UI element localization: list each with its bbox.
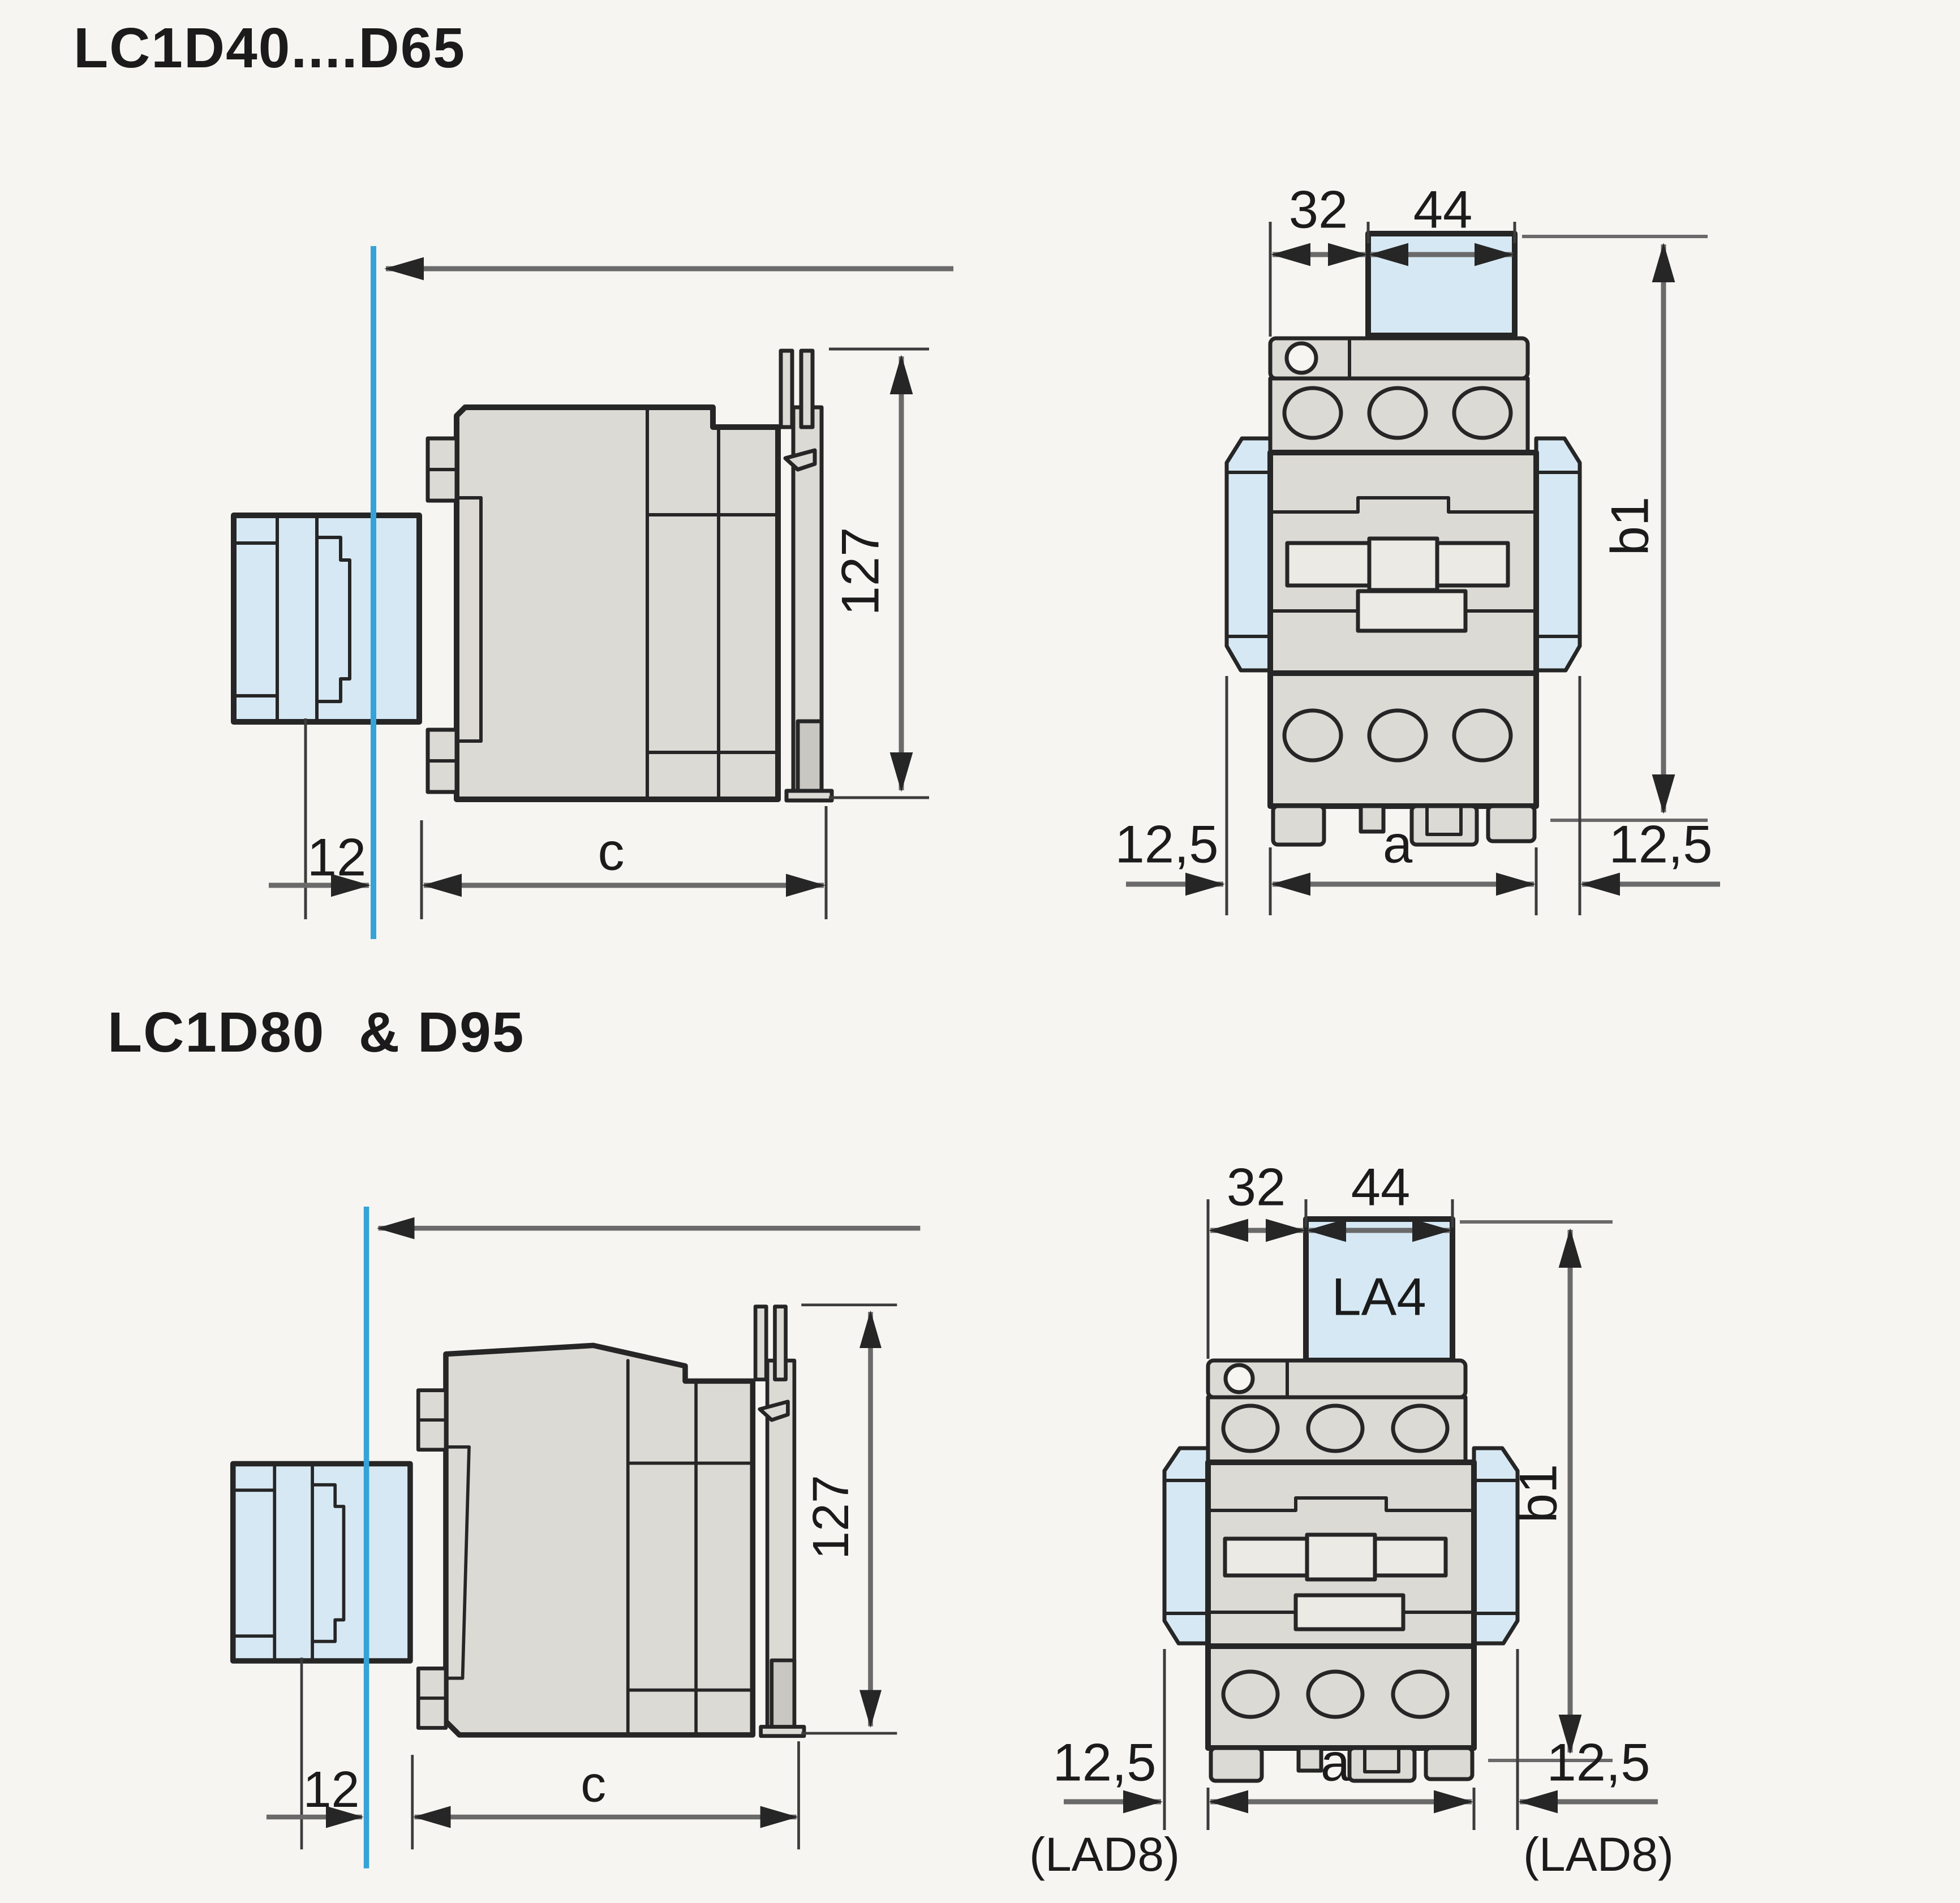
lad8-note-right: (LAD8): [1523, 1828, 1674, 1881]
dimension-margin-left: 12,5: [1115, 676, 1228, 915]
dim-margin-right-label: 12,5: [1547, 1733, 1650, 1792]
dimension-32: 32: [1269, 180, 1370, 337]
dim-44-label: 44: [1351, 1157, 1411, 1217]
bottom-terminal-row: [1267, 670, 1539, 809]
offset-12-label: 12: [303, 1762, 360, 1818]
top-strip: [1268, 336, 1530, 381]
section-title-lc1d40-d65: LC1D40....D65: [74, 16, 466, 80]
dimension-44: 44: [1306, 1157, 1454, 1242]
dim-a-label: a: [1383, 815, 1413, 874]
top-terminal-row: [1206, 1395, 1468, 1465]
dim-b1-label: b1: [1508, 1464, 1568, 1523]
top-terminal-row: [1268, 376, 1530, 455]
depth-c-label: c: [598, 822, 625, 881]
mounting-feet: [1209, 1746, 1475, 1783]
din-rail-plate: [753, 1304, 806, 1738]
dimension-height-127: 127: [829, 347, 929, 799]
coil-block: [1365, 231, 1518, 338]
dim-margin-left-label: 12,5: [1115, 815, 1219, 874]
contactor-body: [443, 1342, 756, 1738]
fixing-hole: [1223, 1363, 1255, 1394]
dimension-b1: b1: [1522, 235, 1708, 822]
mounting-feet: [1271, 804, 1537, 847]
top-terminal-block: [425, 436, 459, 503]
side-view-lc1d40-d65: 12 c 127: [231, 246, 953, 939]
dimension-32: 32: [1206, 1157, 1308, 1359]
dimension-margin-right: 12,5 (LAD8): [1516, 1649, 1674, 1881]
side-view-lc1d80-d95: 12 c 127: [230, 1206, 921, 1868]
contactor-body: [454, 404, 781, 802]
bottom-terminal-block: [416, 1667, 448, 1730]
offset-12-label: 12: [307, 828, 367, 887]
dimension-margin-right: 12,5: [1578, 676, 1720, 915]
dimension-offset-12: 12: [266, 1657, 364, 1850]
dimension-44: 44: [1369, 180, 1516, 266]
mid-body: [1267, 450, 1539, 676]
dim-b1-label: b1: [1600, 497, 1660, 556]
side-tab-left: [1162, 1446, 1210, 1646]
dim-44-label: 44: [1413, 180, 1473, 239]
bottom-terminal-row: [1205, 1643, 1477, 1751]
front-view-lc1d40-d65: 32 44 b1 12,5 a 12,5: [1115, 180, 1720, 915]
dimension-b1: b1: [1460, 1220, 1613, 1762]
coil-la4-label: LA4: [1331, 1267, 1426, 1327]
side-tab-left: [1224, 436, 1273, 673]
front-view-lc1d80-d95: LA4: [1029, 1157, 1674, 1882]
mid-body: [1205, 1459, 1477, 1649]
dimension-a: a: [1206, 1733, 1476, 1830]
lad8-note-left: (LAD8): [1029, 1828, 1180, 1881]
dim-margin-left-label: 12,5: [1053, 1733, 1157, 1792]
section-title-lc1d80-d95: LC1D80 & D95: [108, 1001, 525, 1064]
depth-c-label: c: [581, 1756, 606, 1813]
side-tab-right: [1534, 436, 1582, 673]
din-rail-plate: [779, 348, 834, 803]
dimension-depth-c: c: [420, 806, 828, 919]
dimension-height-127: 127: [801, 1303, 897, 1735]
dimension-offset-12: 12: [269, 718, 371, 919]
dimension-a: a: [1269, 815, 1538, 915]
top-terminal-block: [416, 1388, 448, 1452]
height-127-label: 127: [803, 1475, 859, 1560]
dim-a-label: a: [1321, 1733, 1351, 1792]
top-strip: [1206, 1358, 1468, 1400]
dimension-margin-left: 12,5 (LAD8): [1029, 1649, 1180, 1881]
dim-32-label: 32: [1289, 180, 1348, 239]
front-accessory-block: [230, 1461, 413, 1664]
coil-block: LA4: [1303, 1216, 1455, 1363]
dim-32-label: 32: [1227, 1157, 1286, 1217]
front-accessory-block: [231, 513, 422, 725]
fixing-hole: [1284, 341, 1318, 375]
height-127-label: 127: [831, 527, 890, 616]
dimension-depth-c: c: [411, 1741, 800, 1850]
dim-margin-right-label: 12,5: [1609, 815, 1713, 874]
bottom-terminal-block: [425, 727, 459, 794]
